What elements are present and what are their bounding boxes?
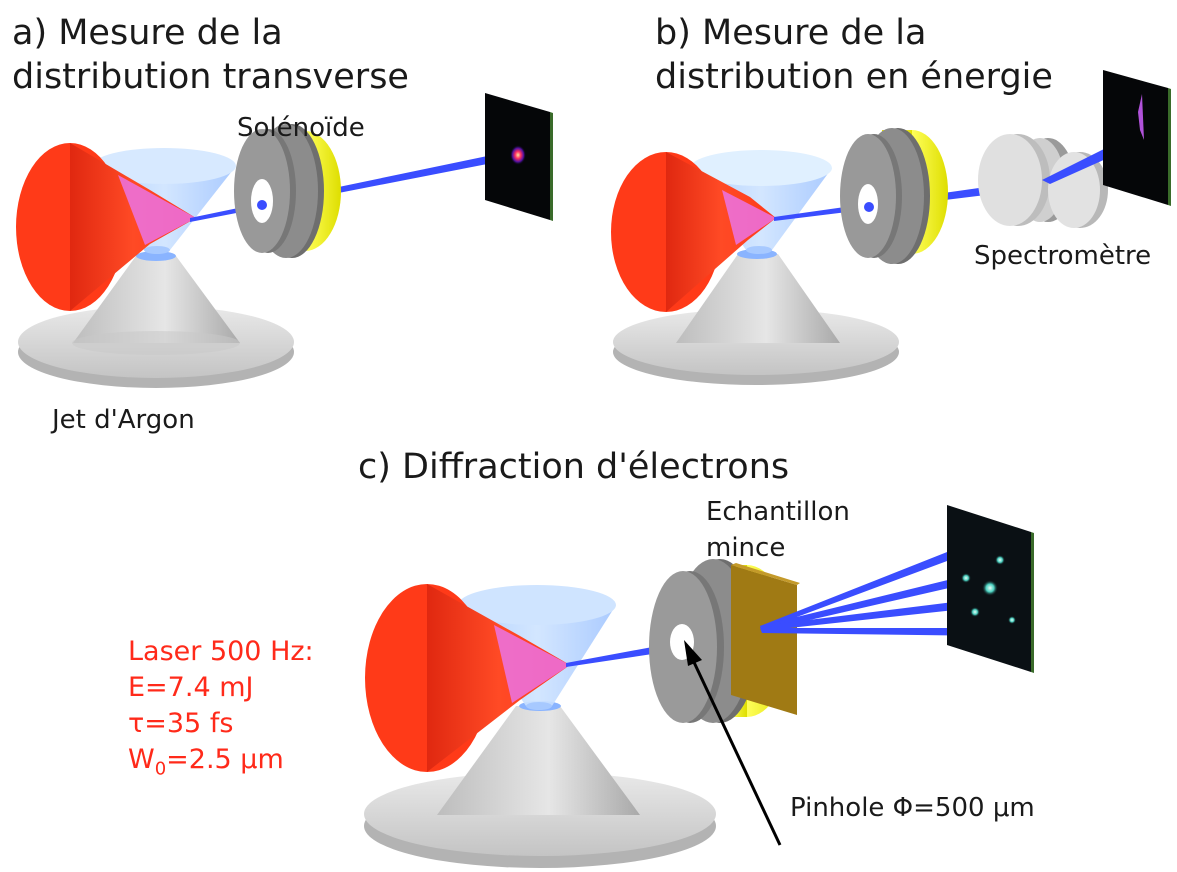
laser-params-line2: E=7.4 mJ (128, 672, 254, 703)
laser-cone (365, 584, 570, 772)
thin-sample (731, 563, 800, 715)
panel-a (16, 93, 553, 388)
waist-subscript: 0 (154, 758, 167, 780)
waist-symbol: W (128, 744, 155, 775)
pinhole-label: Pinhole Φ=500 μm (790, 793, 1035, 823)
laser-params-line1: Laser 500 Hz: (128, 636, 314, 667)
panel-b-title-line1: b) Mesure de la (655, 13, 927, 53)
spectrometer-label: Spectromètre (974, 241, 1152, 271)
panel-c (364, 505, 1034, 868)
sample-label-line2: mince (706, 533, 786, 563)
detector-screen (485, 93, 553, 221)
laser-cone (16, 143, 196, 311)
gas-jet-label: Jet d'Argon (52, 405, 195, 435)
laser-params-line4: W0=2.5 μm (128, 742, 284, 786)
laser-cone (611, 152, 776, 312)
gas-jet-pedestal (364, 701, 716, 868)
panel-a-title-line2: distribution transverse (12, 57, 409, 97)
laser-params-line3: τ=35 fs (128, 708, 234, 739)
panel-a-title-line1: a) Mesure de la (12, 13, 283, 53)
pinhole-arrow (684, 640, 782, 846)
detector-screen (1103, 70, 1171, 206)
waist-value: =2.5 μm (166, 744, 284, 775)
solenoid (234, 124, 341, 258)
panel-b (611, 70, 1171, 385)
spectrometer (978, 118, 1166, 228)
panel-c-title: c) Diffraction d'électrons (358, 447, 790, 487)
gas-jet-pedestal (18, 251, 294, 388)
diffraction-screen (947, 505, 1034, 673)
solenoid (840, 128, 948, 264)
sample-label-line1: Echantillon (706, 497, 850, 527)
panel-b-title-line2: distribution en énergie (655, 57, 1053, 97)
solenoid-label: Solénoïde (237, 113, 365, 143)
gas-jet-pedestal (613, 249, 899, 385)
